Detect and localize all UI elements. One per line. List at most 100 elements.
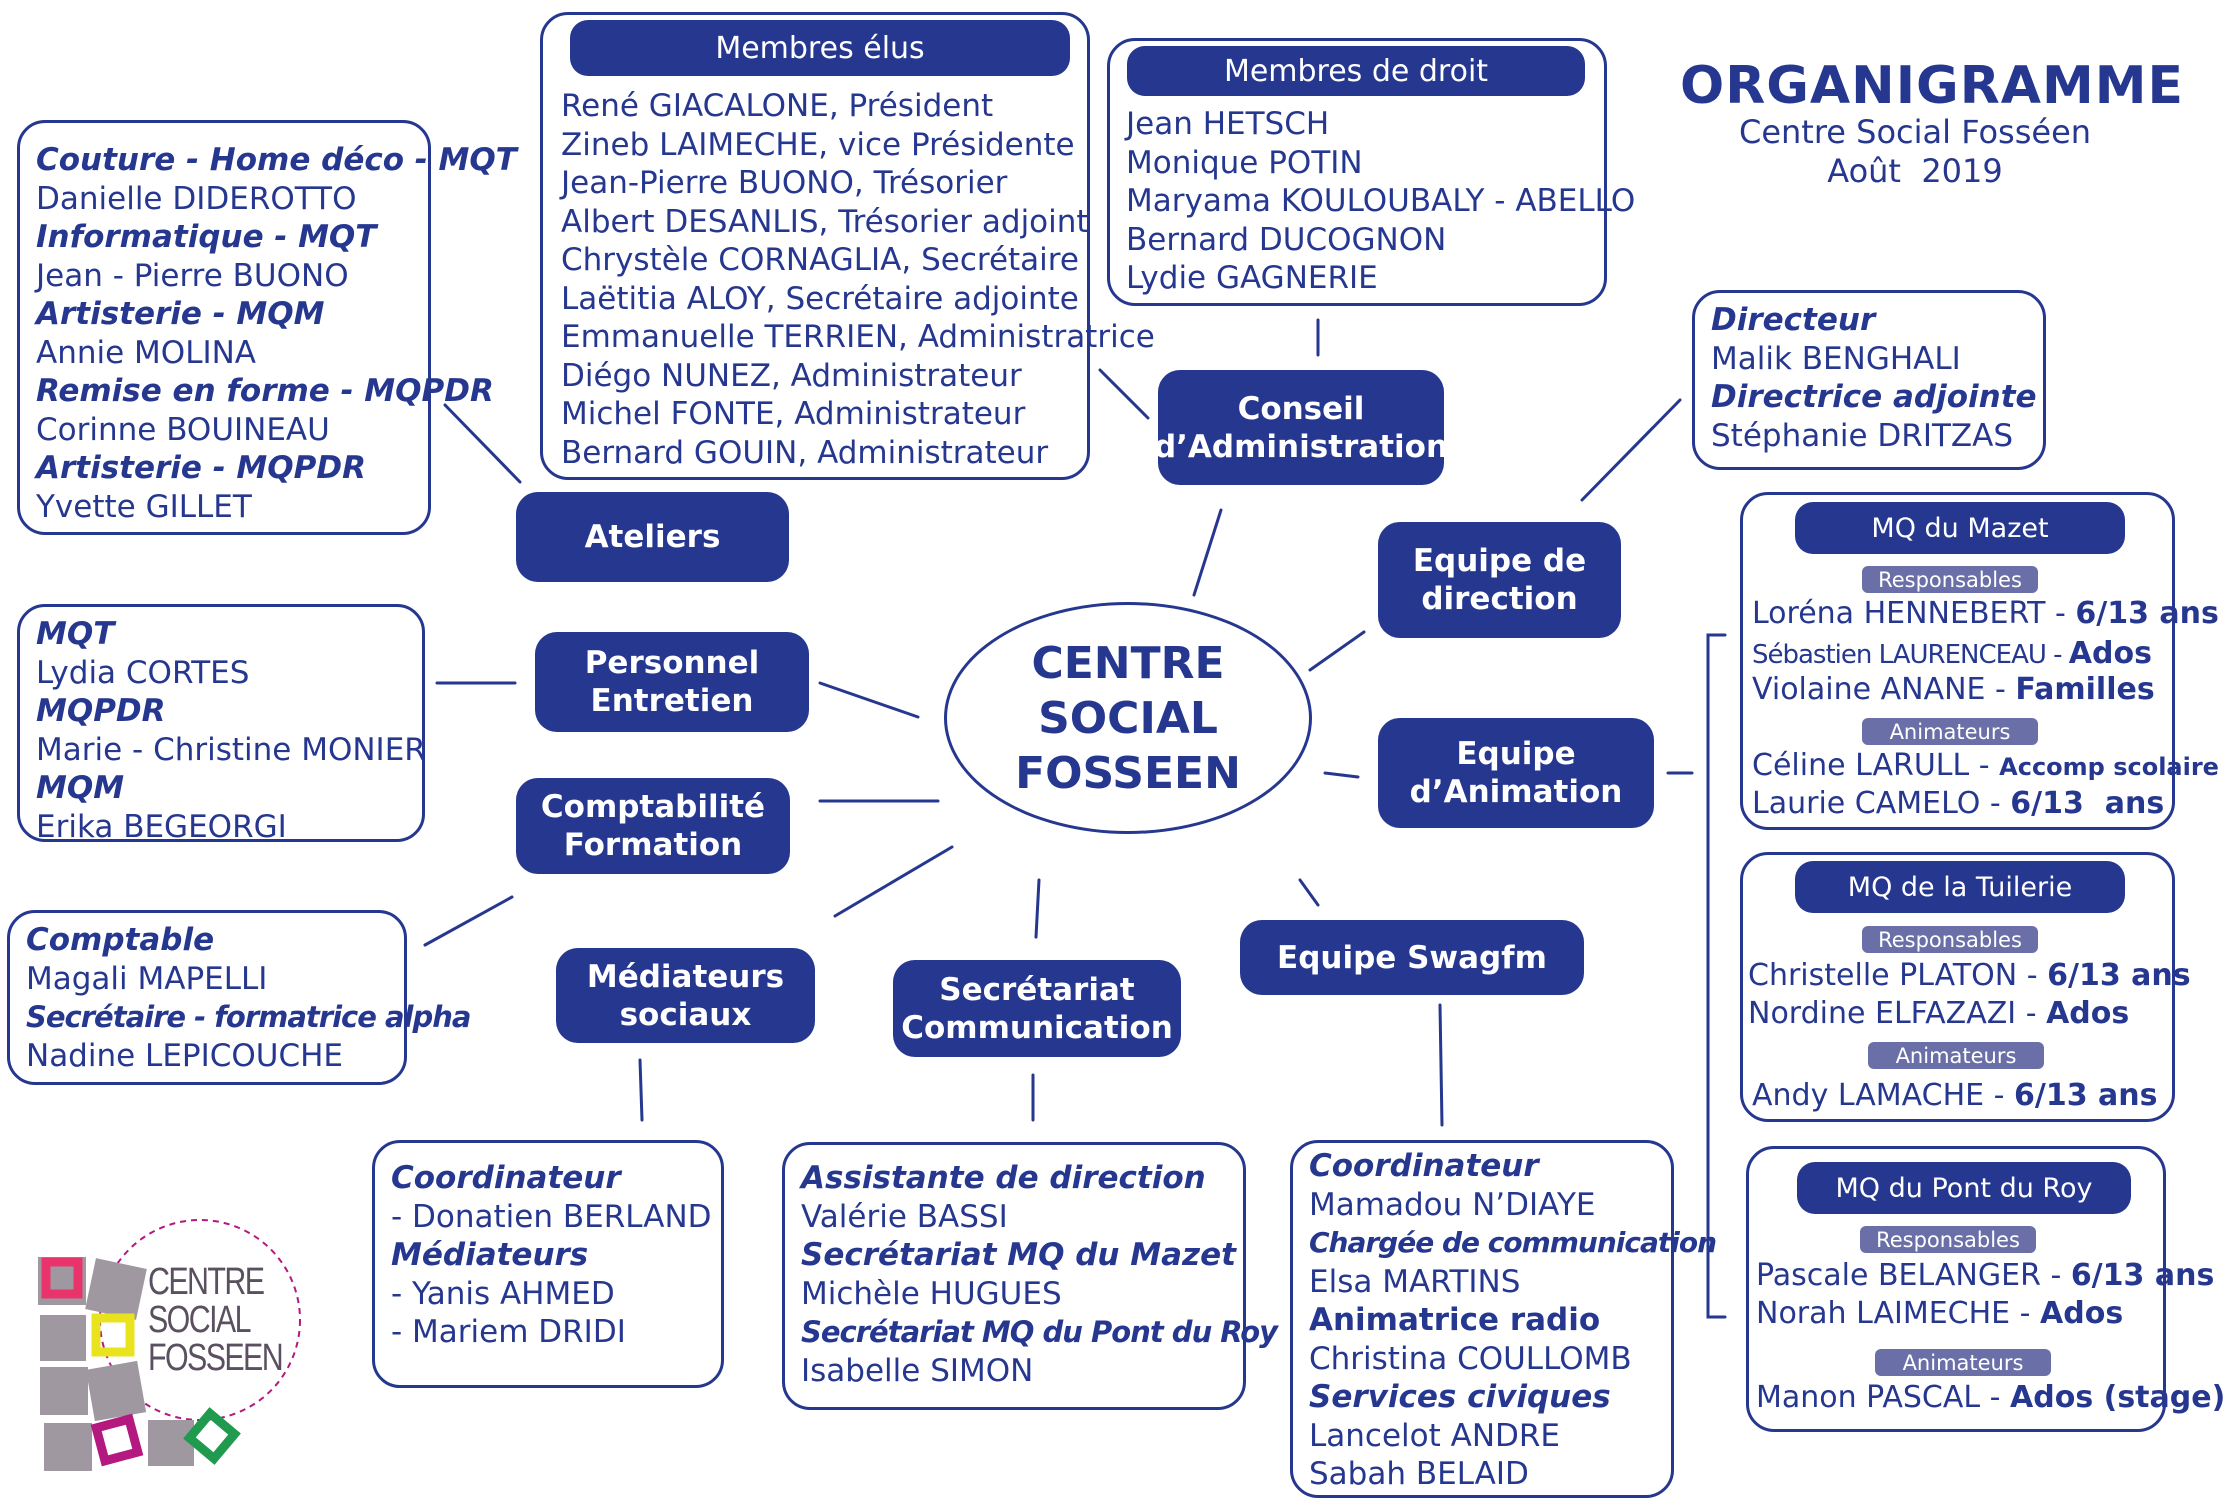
mq-mazet-a1: Céline LARULL - Accomp scolaire: [1752, 748, 2219, 783]
entretien-line: Marie - Christine MONIER: [36, 731, 426, 768]
entretien-line: Erika BEGEORGI: [36, 808, 287, 845]
ateliers-line: Informatique - MQT: [36, 219, 377, 255]
swag-line: Elsa MARTINS: [1309, 1263, 1521, 1300]
member-name: Pascale BELANGER -: [1756, 1258, 2071, 1293]
mq-pontroy-r1: Pascale BELANGER - 6/13 ans: [1756, 1258, 2214, 1293]
mq-mazet-responsables-label: Responsables: [1862, 566, 2038, 593]
swag-line: Chargée de communication: [1309, 1226, 1717, 1259]
secretariat-line: Secrétariat MQ du Mazet: [801, 1237, 1236, 1273]
mq-pontroy-header: MQ du Pont du Roy: [1797, 1162, 2131, 1214]
secretariat-box: Assistante de direction Valérie BASSI Se…: [782, 1142, 1278, 1410]
logo-text: CENTRE SOCIAL FOSSEEN: [148, 1261, 284, 1379]
swag-line: Christina COULLOMB: [1309, 1340, 1632, 1377]
secretariat-line: Secrétariat MQ du Pont du Roy: [801, 1315, 1278, 1349]
center-line-2: SOCIAL: [1038, 692, 1218, 744]
compta-line: Nadine LEPICOUCHE: [26, 1037, 344, 1074]
swag-line: Lancelot ANDRE: [1309, 1417, 1561, 1454]
chart-title: ORGANIGRAMME: [1680, 56, 2185, 116]
elu-line: Zineb LAIMECHE, vice Présidente: [561, 126, 1075, 163]
member-name: Sébastien LAURENCEAU -: [1752, 640, 2069, 670]
entretien-line: Lydia CORTES: [36, 654, 250, 691]
swag-line: Mamadou N’DIAYE: [1309, 1186, 1596, 1223]
swag-line: Coordinateur: [1309, 1148, 1539, 1184]
droit-line: Bernard DUCOGNON: [1126, 221, 1447, 258]
member-age: Accomp scolaire: [1999, 753, 2219, 781]
member-age: 6/13 ans: [2070, 1258, 2215, 1293]
ateliers-line: Artisterie - MQM: [36, 296, 325, 332]
connector-lines: [423, 318, 1727, 1319]
entretien-line: MQM: [36, 770, 125, 806]
member-name: Laurie CAMELO -: [1752, 786, 2011, 821]
elu-line: Emmanuelle TERRIEN, Administratrice: [561, 319, 1155, 355]
center-line-3: FOSSEEN: [1015, 747, 1241, 799]
member-age: Ados: [2046, 996, 2130, 1031]
member-name: Nordine ELFAZAZI -: [1748, 996, 2047, 1031]
hub-personnel: Personnel Entretien: [535, 632, 809, 732]
elu-line: Laëtitia ALOY, Secrétaire adjointe: [561, 280, 1079, 317]
mediateurs-line: Coordinateur: [391, 1160, 621, 1196]
chart-date: Août 2019: [1827, 152, 2003, 190]
compta-line: Magali MAPELLI: [26, 960, 268, 997]
mq-tuilerie-r2: Nordine ELFAZAZI - Ados: [1748, 996, 2129, 1031]
center-line-1: CENTRE: [1031, 637, 1225, 689]
droit-line: Maryama KOULOUBALY - ABELLO: [1126, 183, 1636, 219]
mediateurs-line: - Donatien BERLAND: [391, 1198, 712, 1235]
mq-pontroy-animateurs-label: Animateurs: [1875, 1349, 2051, 1376]
elu-line: Bernard GOUIN, Administrateur: [561, 434, 1049, 471]
member-name: Andy LAMACHE -: [1752, 1078, 2015, 1113]
logo-line-2: SOCIAL: [148, 1299, 252, 1341]
member-name: Loréna HENNEBERT -: [1752, 596, 2076, 631]
ateliers-line: Corinne BOUINEAU: [36, 411, 330, 448]
logo-line-3: FOSSEEN: [148, 1337, 284, 1379]
elu-line: René GIACALONE, Président: [561, 88, 994, 124]
mediateurs-box: Coordinateur - Donatien BERLAND Médiateu…: [372, 1140, 724, 1388]
elu-line: Chrystèle CORNAGLIA, Secrétaire: [561, 242, 1079, 278]
mq-tuilerie-animateurs-label: Animateurs: [1868, 1042, 2044, 1069]
mq-tuilerie-a1: Andy LAMACHE - 6/13 ans: [1752, 1078, 2158, 1113]
droit-line: Monique POTIN: [1126, 144, 1363, 181]
elu-line: Michel FONTE, Administrateur: [561, 396, 1026, 432]
member-age: Ados (stage): [2010, 1380, 2225, 1415]
ateliers-line: Artisterie - MQPDR: [36, 450, 366, 486]
mq-mazet-r2: Sébastien LAURENCEAU - Ados: [1752, 636, 2152, 671]
mediateurs-line: - Yanis AHMED: [391, 1275, 615, 1312]
ateliers-line: Yvette GILLET: [36, 488, 252, 525]
secretariat-line: Isabelle SIMON: [801, 1352, 1034, 1389]
entretien-box: MQT Lydia CORTES MQPDR Marie - Christine…: [17, 604, 426, 845]
ateliers-line: Couture - Home déco - MQT: [36, 142, 517, 178]
membres-droit-header: Membres de droit: [1127, 46, 1585, 96]
ateliers-line: Annie MOLINA: [36, 334, 256, 371]
elu-line: Albert DESANLIS, Trésorier adjoint: [561, 203, 1089, 240]
member-name: Céline LARULL -: [1752, 748, 2000, 783]
hub-swag: Equipe Swagfm: [1240, 920, 1584, 995]
logo-line-1: CENTRE: [148, 1261, 265, 1303]
hub-animation: Equipe d’Animation: [1378, 718, 1654, 828]
compta-line: Secrétaire - formatrice alpha: [26, 1000, 471, 1034]
member-name: Violaine ANANE -: [1752, 672, 2016, 707]
compta-line: Comptable: [26, 922, 215, 958]
hub-direction: Equipe de direction: [1378, 522, 1621, 638]
hub-mediateurs: Médiateurs sociaux: [556, 948, 815, 1043]
direction-line: Directrice adjointe: [1711, 379, 2037, 415]
swag-line: Animatrice radio: [1309, 1302, 1601, 1338]
mq-pontroy-r2: Norah LAIMECHE - Ados: [1756, 1296, 2123, 1331]
member-age: Ados: [2068, 636, 2152, 671]
membres-elus-header: Membres élus: [570, 20, 1070, 76]
membres-elus-box: René GIACALONE, Président Zineb LAIMECHE…: [540, 12, 1155, 480]
mq-mazet-r3: Violaine ANANE - Familles: [1752, 672, 2155, 707]
member-name: Manon PASCAL -: [1756, 1380, 2011, 1415]
direction-line: Stéphanie DRITZAS: [1711, 417, 2014, 454]
member-age: Familles: [2015, 672, 2155, 707]
hub-comptabilite: Comptabilité Formation: [516, 778, 790, 874]
mediateurs-line: Médiateurs: [391, 1237, 589, 1273]
swag-box: Coordinateur Mamadou N’DIAYE Chargée de …: [1290, 1140, 1717, 1498]
direction-line: Directeur: [1711, 302, 1876, 338]
chart-subtitle: Centre Social Fosséen: [1738, 113, 2092, 151]
hub-conseil: Conseil d’Administration: [1154, 370, 1448, 485]
ateliers-line: Remise en forme - MQPDR: [36, 373, 494, 409]
secretariat-line: Valérie BASSI: [801, 1198, 1008, 1235]
member-name: Norah LAIMECHE -: [1756, 1296, 2041, 1331]
logo: CENTRE SOCIAL FOSSEEN: [30, 1215, 310, 1485]
ateliers-line: Jean - Pierre BUONO: [36, 257, 349, 294]
direction-line: Malik BENGHALI: [1711, 340, 1961, 377]
